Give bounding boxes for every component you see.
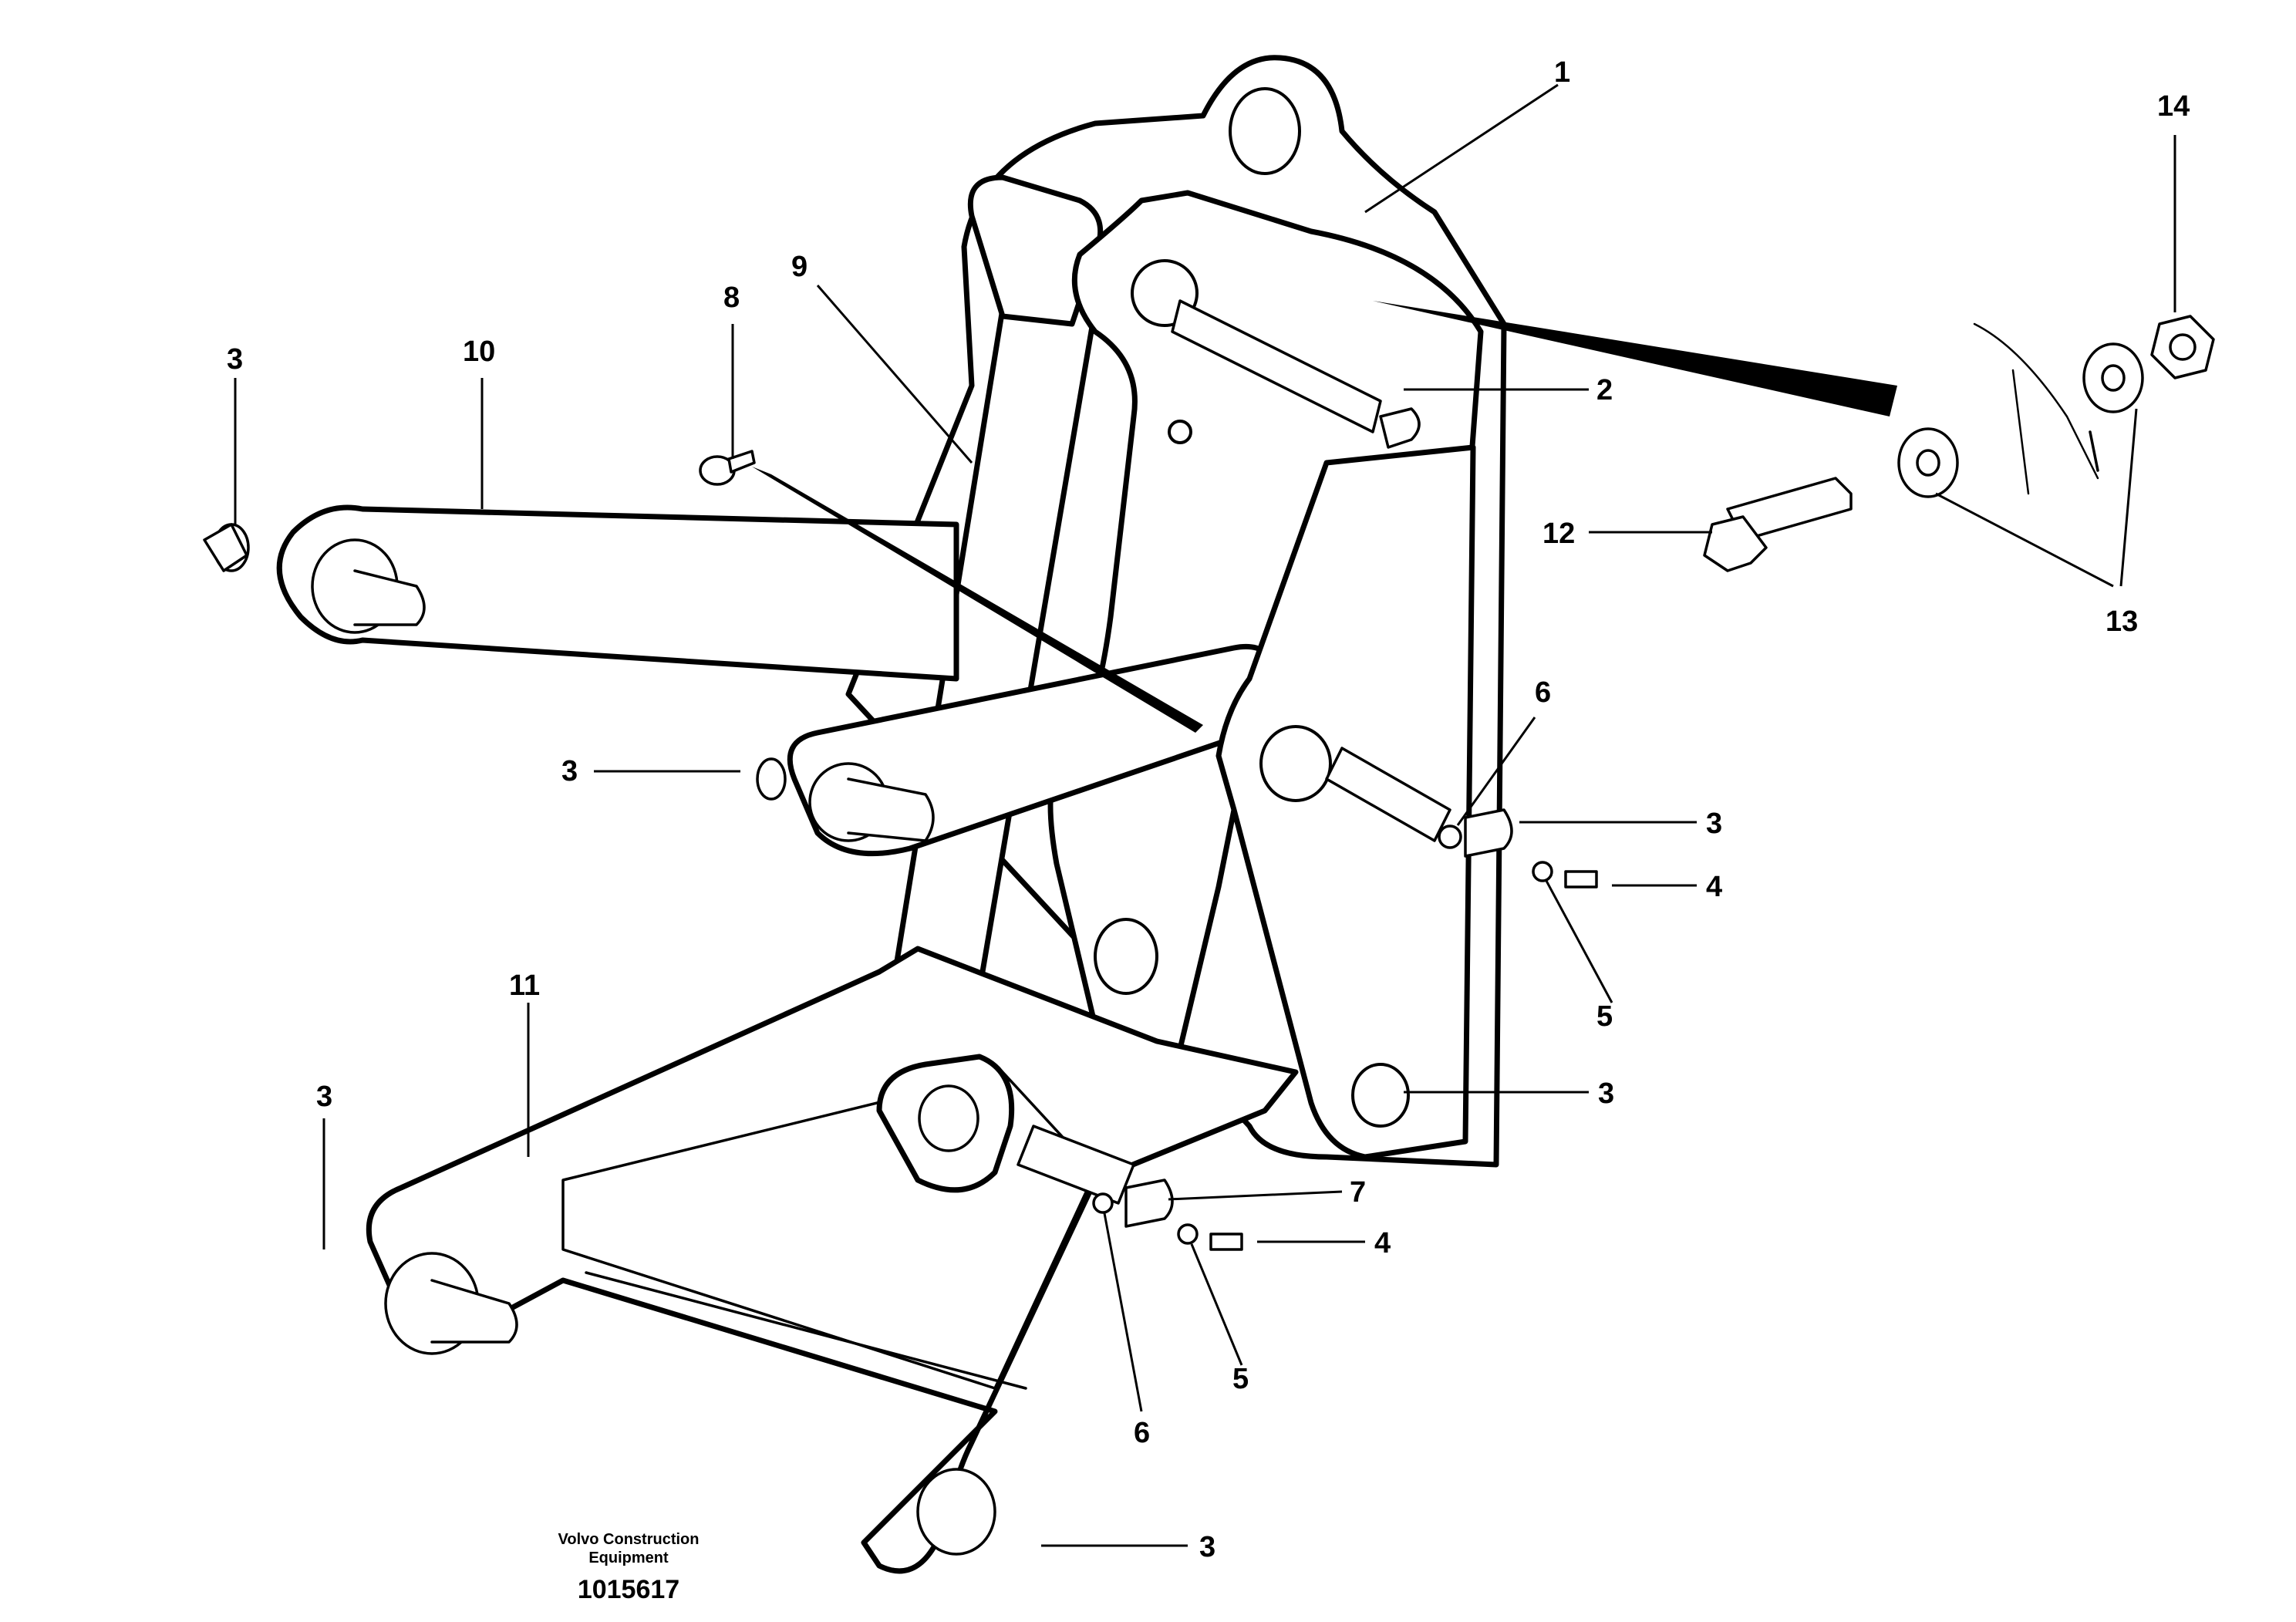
pins [1017, 299, 1451, 1205]
middle-link-arm [756, 643, 1285, 857]
callout-10: 10 [463, 336, 495, 368]
callout-4-lower: 4 [1374, 1227, 1391, 1259]
callout-3-upper-left: 3 [227, 343, 243, 376]
footer: Volvo Construction Equipment 1015617 [558, 1531, 700, 1604]
callout-numbers: 1 2 3 3 3 3 3 3 4 4 5 5 6 6 7 8 9 10 11 … [227, 56, 2190, 1563]
brand-line-2: Equipment [588, 1549, 669, 1566]
callout-9: 9 [791, 251, 807, 283]
callout-3-lower-right: 3 [1598, 1077, 1614, 1110]
callout-3-bottom: 3 [1199, 1531, 1215, 1563]
explode-wedge-upper [1373, 301, 1897, 416]
callout-3-mid-left: 3 [561, 755, 578, 787]
part-11-base-frame [366, 946, 1299, 1574]
detail-hardware-group [1703, 315, 2215, 572]
callout-3-lower-left: 3 [316, 1081, 332, 1113]
callout-5-lower: 5 [1232, 1363, 1249, 1395]
part-10-upper-arm [203, 504, 959, 682]
callout-11: 11 [509, 969, 540, 1002]
callout-13: 13 [2106, 605, 2138, 638]
leader-lines [234, 83, 2176, 1547]
part-8-grease-nipple [699, 450, 756, 486]
callout-8: 8 [723, 282, 740, 314]
callout-6-upper: 6 [1535, 676, 1551, 709]
lower-link [876, 1054, 1015, 1193]
callout-2: 2 [1596, 374, 1613, 406]
callout-1: 1 [1554, 56, 1570, 89]
explode-wedge-nipple [752, 467, 1203, 733]
callout-14: 14 [2157, 90, 2190, 123]
small-hardware [1092, 407, 1598, 1251]
callout-6-lower: 6 [1134, 1417, 1150, 1449]
callout-5-upper: 5 [1596, 1000, 1613, 1033]
brand-line-1: Volvo Construction [558, 1531, 700, 1548]
callout-12: 12 [1542, 518, 1575, 550]
callout-3-mid-right: 3 [1706, 808, 1722, 840]
callout-4-upper: 4 [1706, 871, 1722, 903]
callout-7: 7 [1350, 1176, 1366, 1209]
front-pivot-plate [1215, 444, 1476, 1160]
drawing-number: 1015617 [578, 1575, 679, 1604]
